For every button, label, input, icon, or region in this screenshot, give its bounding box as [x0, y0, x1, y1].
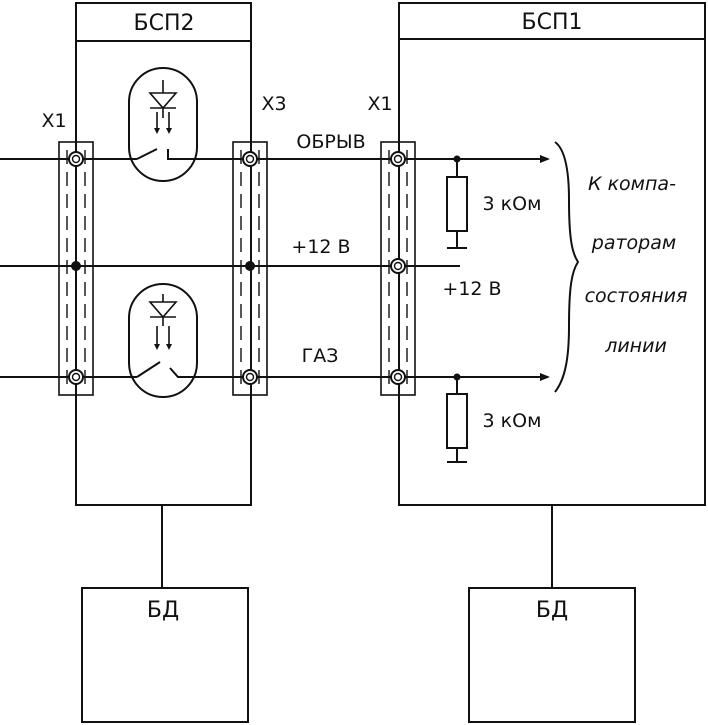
led-diode-icon — [148, 301, 178, 319]
connector-x3 — [232, 141, 268, 396]
terminal-group — [68, 151, 406, 385]
connector-x1-right-label: X1 — [367, 93, 392, 115]
break-switch-blade — [136, 148, 158, 160]
optocoupler-top — [128, 67, 198, 182]
connector-x3-label: X3 — [261, 93, 286, 115]
bd-right-title: БД — [536, 598, 568, 623]
bd-left-block — [81, 587, 249, 723]
wire-break-out — [167, 149, 548, 160]
comparator-note-line2: раторам — [591, 232, 676, 254]
bsp2-title: БСП2 — [134, 11, 195, 36]
bsp1-title: БСП1 — [522, 10, 583, 35]
wire-gas-out — [169, 367, 548, 378]
connector-x1-right — [380, 141, 416, 396]
resistor-bottom-label: 3 кОм — [483, 410, 542, 432]
signal-gas-label: ГАЗ — [302, 345, 339, 367]
led-diode-icon — [148, 92, 178, 110]
optocoupler-bottom — [128, 283, 198, 398]
bsp2-block — [75, 2, 252, 506]
resistor-top-label: 3 кОм — [483, 193, 542, 215]
gas-switch-blade — [136, 361, 161, 378]
curly-brace — [554, 141, 580, 393]
connector-x1-left — [58, 141, 94, 396]
comparator-note-line3: состояния — [585, 285, 688, 307]
signal-power-label: +12 В — [291, 236, 350, 258]
bsp1-block — [398, 2, 706, 506]
bd-right-block — [468, 587, 636, 723]
resistor-bottom — [446, 373, 468, 463]
comparator-note-line4: линии — [604, 335, 667, 357]
comparator-note-line1: К компа- — [588, 173, 676, 195]
signal-break-label: ОБРЫВ — [296, 131, 365, 153]
signal-power-inside-label: +12 В — [442, 278, 501, 300]
bd-left-title: БД — [147, 598, 179, 623]
connector-x1-left-label: X1 — [41, 110, 66, 132]
arrow-gas — [540, 373, 550, 381]
arrow-break — [540, 155, 550, 163]
resistor-top — [446, 155, 468, 249]
